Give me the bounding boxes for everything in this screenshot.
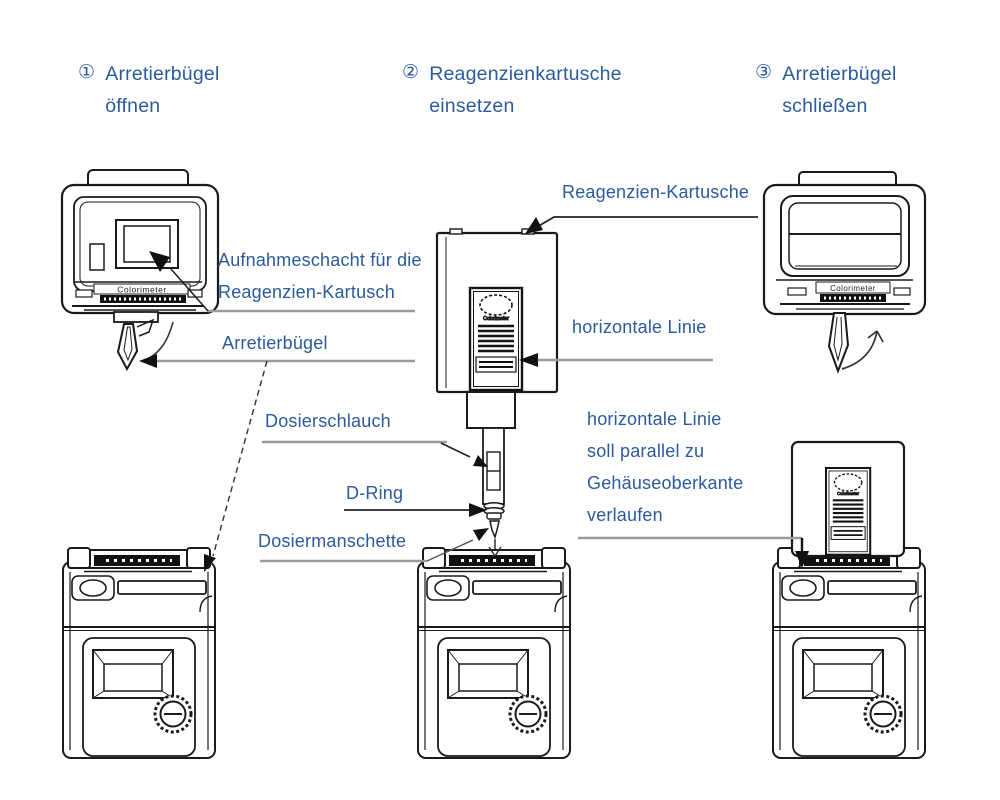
device-top-closed-drawing: Colorimeter bbox=[762, 171, 927, 374]
callout-parallel-note-line2: soll parallel zu bbox=[587, 441, 705, 461]
reagent-cartridge-drawing bbox=[435, 228, 559, 557]
step-2-line1: Reagenzienkartusche bbox=[429, 63, 622, 85]
step-1-heading: ① Arretierbügel öffnen bbox=[78, 58, 219, 122]
callout-parallel-note-line3: Gehäuseoberkante bbox=[587, 473, 744, 493]
leader-d-ring bbox=[344, 503, 487, 517]
leader-dosing-sleeve bbox=[260, 528, 489, 563]
callout-reagent-cartridge: Reagenzien-Kartusche bbox=[562, 182, 750, 202]
leader-locking-bracket bbox=[139, 354, 415, 572]
step-1-line2: öffnen bbox=[105, 95, 161, 117]
device-slot-label-text: Colorimeter bbox=[830, 284, 876, 293]
step-1-line1: Arretierbügel bbox=[105, 63, 220, 85]
callout-leader-lines bbox=[139, 216, 809, 572]
step-3-number: ③ bbox=[755, 62, 773, 83]
step-3-line2: schließen bbox=[782, 95, 868, 117]
analyzer-front-drawing-3 bbox=[771, 546, 927, 760]
callout-horizontal-line: horizontale Linie bbox=[572, 317, 707, 337]
leader-horizontal-line bbox=[519, 353, 713, 367]
leader-reagent-cartridge bbox=[525, 216, 758, 234]
device-slot-label-text: Colorimeter bbox=[117, 285, 166, 295]
leader-intake-slot bbox=[149, 251, 415, 313]
callout-dosing-tube: Dosierschlauch bbox=[265, 411, 391, 431]
step-3-line1: Arretierbügel bbox=[782, 63, 897, 85]
callout-parallel-note: horizontale Linie soll parallel zu Gehäu… bbox=[587, 403, 743, 531]
insert-direction-arrow bbox=[488, 539, 502, 557]
step-2-line2: einsetzen bbox=[429, 95, 515, 117]
analyzer-front-drawing-2 bbox=[416, 546, 572, 760]
callout-parallel-note-line4: verlaufen bbox=[587, 505, 663, 525]
leader-dosing-tube bbox=[262, 440, 488, 467]
step-3-heading: ③ Arretierbügel schließen bbox=[755, 58, 896, 122]
device-top-open-drawing: Colorimeter bbox=[60, 169, 220, 372]
callout-dosing-sleeve: Dosiermanschette bbox=[258, 531, 407, 551]
analyzer-front-drawing-1 bbox=[61, 546, 217, 760]
leader-parallel-note bbox=[578, 536, 809, 568]
callout-locking-bracket: Arretierbügel bbox=[222, 333, 328, 353]
callout-intake-slot-line2: Reagenzien-Kartusch bbox=[218, 282, 395, 302]
callout-d-ring: D-Ring bbox=[346, 483, 404, 503]
close-rotation-arrow bbox=[841, 330, 884, 370]
callout-parallel-note-line1: horizontale Linie bbox=[587, 409, 722, 429]
step-2-heading: ② Reagenzienkartusche einsetzen bbox=[402, 58, 622, 122]
callout-intake-slot-line1: Aufnahmeschacht für die bbox=[218, 250, 422, 270]
step-2-number: ② bbox=[402, 62, 420, 83]
inserted-cartridge-drawing bbox=[790, 440, 906, 558]
callout-intake-slot: Aufnahmeschacht für die Reagenzien-Kartu… bbox=[218, 244, 422, 308]
step-1-number: ① bbox=[78, 62, 96, 83]
